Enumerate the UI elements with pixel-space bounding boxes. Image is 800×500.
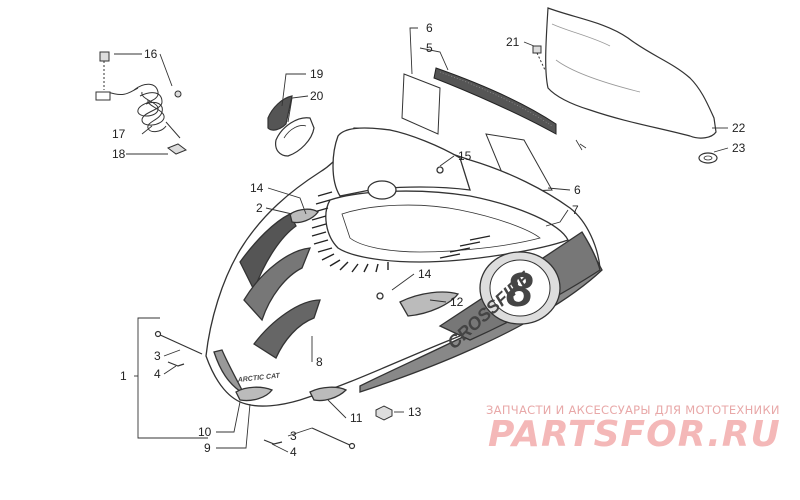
callout-6-right: 6 (574, 183, 581, 197)
callout-14-top: 14 (250, 181, 264, 195)
callout-3-upper: 3 (154, 349, 161, 363)
callout-4-upper: 4 (154, 367, 161, 381)
callout-11: 11 (350, 411, 363, 425)
callout-10: 10 (198, 425, 212, 439)
callout-17: 17 (112, 127, 126, 141)
callout-8: 8 (316, 355, 323, 369)
grommet (698, 152, 718, 164)
watermark: ЗАПЧАСТИ И АКСЕССУАРЫ ДЛЯ МОТОТЕХНИКИ PA… (486, 403, 781, 455)
callout-4-lower: 4 (290, 445, 297, 459)
callout-1: 1 (120, 369, 127, 383)
callout-12: 12 (450, 295, 464, 309)
pin-upper (154, 330, 203, 367)
callouts: 1 2 3 4 5 6 6 7 8 9 10 11 12 13 14 14 15… (112, 21, 746, 459)
callout-15: 15 (458, 149, 472, 163)
callout-5: 5 (426, 41, 433, 55)
callout-20: 20 (310, 89, 324, 103)
callout-18: 18 (112, 147, 126, 161)
leader-lines (114, 27, 729, 453)
callout-7: 7 (572, 203, 579, 217)
screw (532, 45, 546, 71)
watermark-logo: PARTSFOR.RU (488, 414, 781, 455)
wire-harness (95, 51, 188, 155)
callout-9: 9 (204, 441, 211, 455)
brand-decal: ARCTIC CAT (236, 373, 280, 385)
windshield (545, 7, 717, 151)
windshield-molding (433, 67, 557, 135)
number-decal: 8 (506, 264, 533, 317)
callout-6-top: 6 (426, 21, 433, 35)
pin-lower (263, 427, 356, 450)
watermark-tagline: ЗАПЧАСТИ И АКСЕССУАРЫ ДЛЯ МОТОТЕХНИКИ (486, 403, 780, 417)
callout-16: 16 (144, 47, 158, 61)
mirror-pieces (267, 95, 315, 157)
callout-21: 21 (506, 35, 520, 49)
windshield-panel-left (401, 73, 441, 135)
callout-19: 19 (310, 67, 324, 81)
callout-13: 13 (408, 405, 422, 419)
callout-14-mid: 14 (418, 267, 432, 281)
nut (375, 405, 393, 421)
hood (205, 127, 603, 407)
callout-2: 2 (256, 201, 263, 215)
callout-23: 23 (732, 141, 746, 155)
callout-22: 22 (732, 121, 746, 135)
callout-3-lower: 3 (290, 429, 297, 443)
